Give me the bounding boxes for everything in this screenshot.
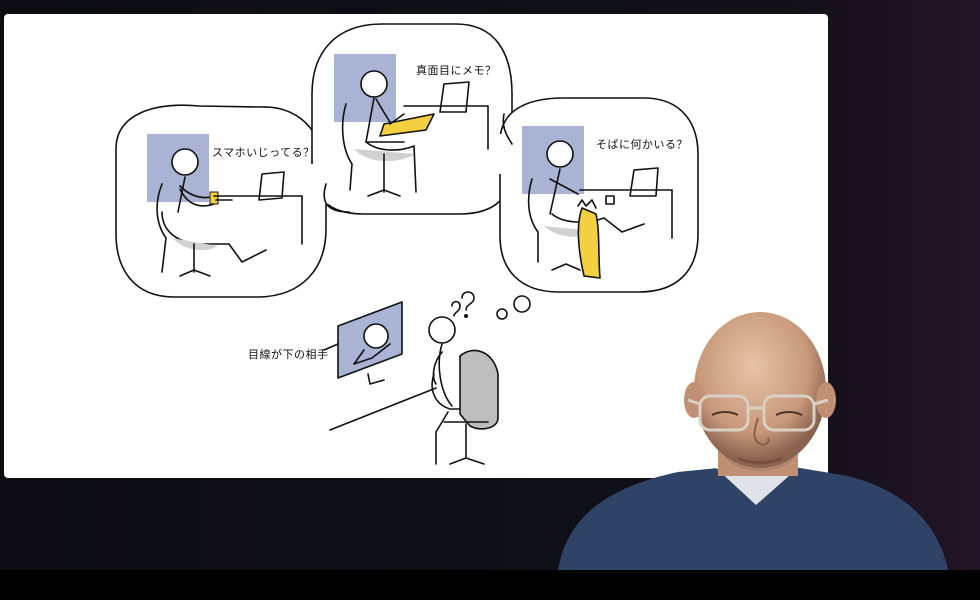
scene-phone xyxy=(147,134,303,277)
scene-memo xyxy=(334,54,489,197)
speaker-camera-feed xyxy=(548,300,980,570)
caption-gaze: 目線が下の相手 xyxy=(248,348,329,361)
bottom-letterbox-bar xyxy=(0,570,980,600)
office-chair-back xyxy=(459,349,499,430)
laptop-icon xyxy=(439,81,470,113)
caption-phone: スマホいじってる？ xyxy=(212,146,315,159)
caption-memo: 真面目にメモ？ xyxy=(416,64,497,77)
smartphone-icon xyxy=(209,191,219,205)
slide-illustration xyxy=(115,23,699,465)
laptop-icon xyxy=(258,171,285,201)
presentation-slide: スマホいじってる？ 真面目にメモ？ そばに何かいる？ 目線が下の相手 xyxy=(4,14,828,478)
scene-monitor-viewer xyxy=(323,291,531,465)
laptop-icon xyxy=(629,167,659,197)
speaker-avatar xyxy=(558,312,948,570)
cat-icon xyxy=(577,207,601,279)
scene-beside xyxy=(522,126,673,279)
caption-beside: そばに何かいる？ xyxy=(596,138,688,151)
